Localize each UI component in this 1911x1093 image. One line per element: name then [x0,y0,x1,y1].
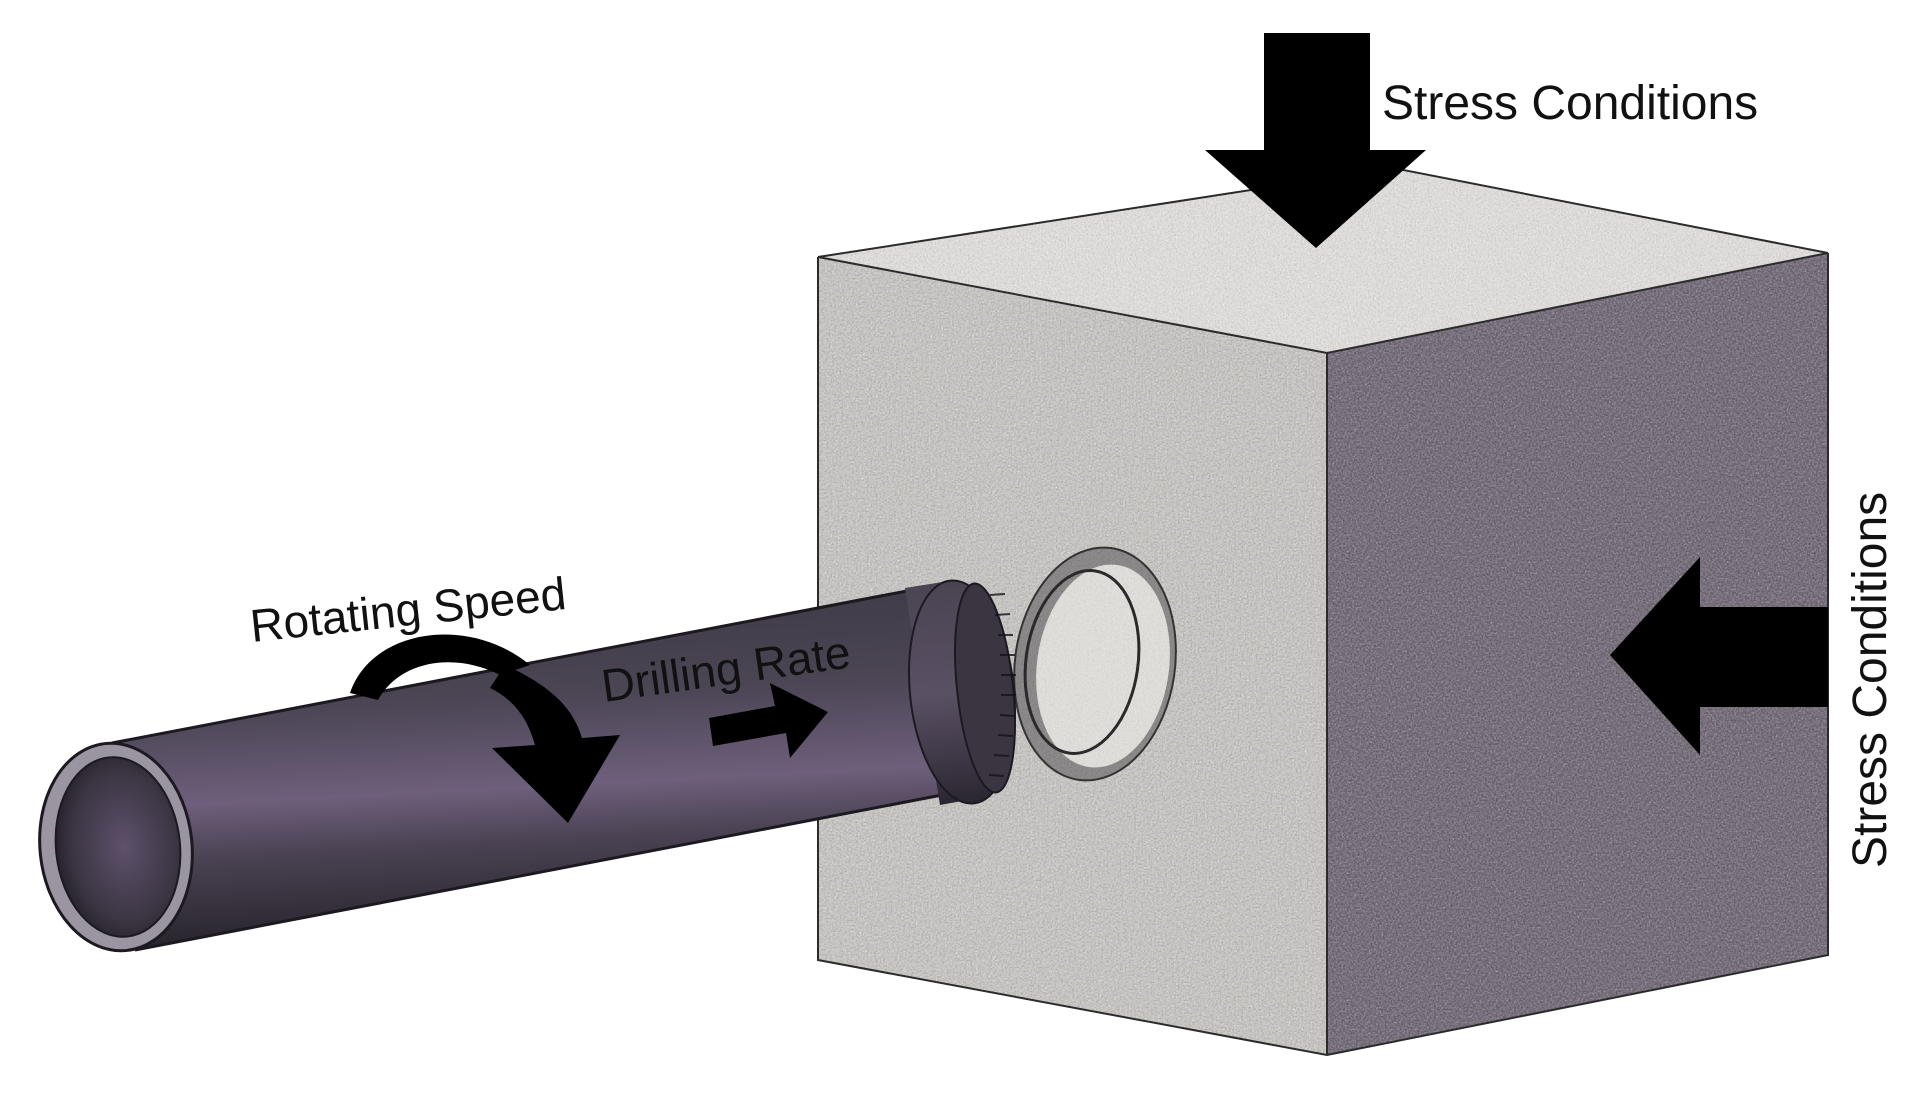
drilling-rate-arrow [709,683,828,758]
label-stress-right: Stress Conditions [1844,492,1897,868]
stress-arrow-right [1610,557,1828,755]
label-rotating-speed: Rotating Speed [248,567,569,652]
bore-hole [1013,546,1177,782]
rotating-speed-arrow [350,634,620,823]
stress-arrow-top [1205,33,1426,248]
pipe-open-end [38,741,194,953]
label-stress-top: Stress Conditions [1382,77,1758,130]
drill-bit-collar [905,579,1017,805]
